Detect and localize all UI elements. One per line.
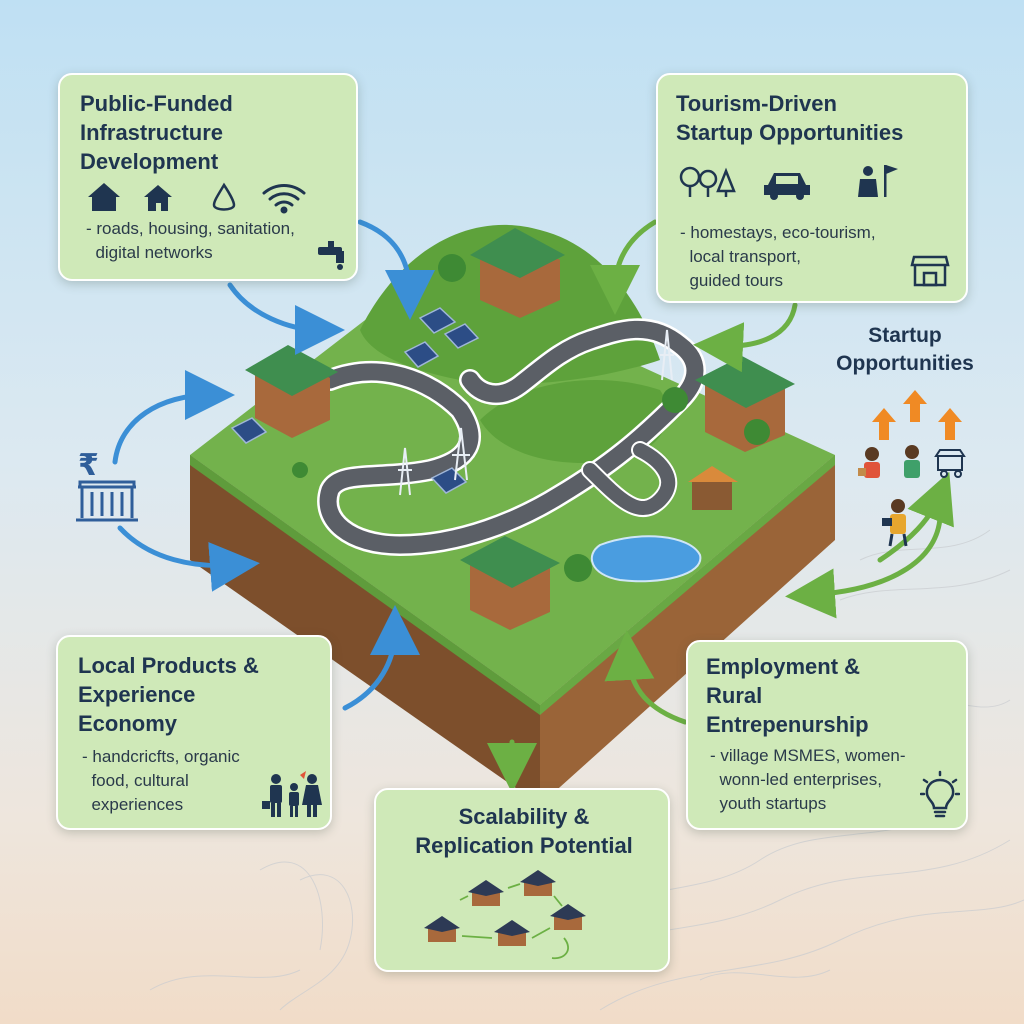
replication-network-icon: [424, 870, 586, 960]
employment-card: Employment & Rural Entrepenurship - vill…: [686, 640, 968, 830]
arrow-rupee-up: [112, 370, 235, 465]
scalability-title: Scalability & Replication Potential: [415, 804, 633, 858]
car-icon: [764, 173, 810, 200]
arrow-local-to-village: [342, 605, 420, 711]
photographer-icon: [882, 499, 908, 547]
infrastructure-icons: [88, 182, 306, 214]
tourism-title: Tourism-Driven Startup Opportunities: [676, 91, 904, 145]
tourism-icons: [679, 165, 898, 200]
scalability-card: Scalability & Replication Potential: [374, 788, 670, 972]
house-bottom: [460, 536, 560, 630]
local-products-description: - handcricfts, organic food, cultural ex…: [82, 747, 240, 814]
market-stall: [688, 466, 738, 510]
water-drop-icon: [212, 182, 236, 211]
arrow-rupee-down: [117, 525, 260, 592]
arrow-infra-to-village-2: [227, 282, 345, 355]
arrow-infra-to-village: [357, 219, 435, 320]
startup-title: Startup Opportunities: [836, 324, 974, 375]
startup-people-icons: [858, 445, 966, 547]
trees-icon: [679, 166, 736, 197]
vendor-woman-icon: [858, 447, 880, 478]
telecom-towers: [398, 329, 674, 496]
home-icon: [144, 185, 172, 211]
arrow-tourism-to-village: [590, 219, 658, 315]
soil-right-face: [540, 455, 835, 805]
employment-title: Employment & Rural Entrepenurship: [706, 654, 869, 737]
water-tap-icon: [318, 241, 344, 270]
local-products-card: Local Products & Experience Economy - ha…: [56, 635, 332, 830]
trees: [292, 254, 770, 582]
local-products-title: Local Products & Experience Economy: [78, 653, 259, 736]
tour-guide-icon: [858, 165, 898, 197]
arrow-employment-to-village: [604, 630, 688, 725]
tourism-description: - homestays, eco-tourism, local transpor…: [680, 223, 876, 290]
government-funding-icon: ₹: [72, 448, 142, 524]
wifi-icon: [262, 184, 306, 214]
mini-houses: [424, 870, 586, 946]
house-left: [245, 345, 338, 438]
rupee-icon: ₹: [78, 448, 99, 483]
lightbulb-icon: [920, 770, 960, 818]
arrow-tourism-to-village-2: [693, 302, 798, 373]
growth-arrows: [872, 390, 962, 440]
tourism-card: Tourism-Driven Startup Opportunities - h…: [656, 73, 968, 303]
family-icon: [262, 771, 322, 817]
infrastructure-card: Public-Funded Infrastructure Development…: [58, 73, 358, 281]
arrow-startup-loop-2: [877, 471, 954, 563]
woman-entrepreneur-icon: [904, 445, 920, 478]
bank-building-icon: [76, 480, 138, 522]
house-top: [470, 228, 565, 318]
house-icon: [88, 183, 120, 211]
employment-description: - village MSMES, women- wonn-led enterpr…: [710, 746, 906, 813]
infrastructure-title: Public-Funded Infrastructure Development: [80, 91, 233, 174]
food-cart-icon: [934, 449, 966, 478]
infrastructure-description: - roads, housing, sanitation, digital ne…: [86, 219, 295, 262]
soil-left-face: [190, 455, 540, 805]
shop-icon: [910, 255, 950, 287]
lake: [590, 535, 702, 583]
